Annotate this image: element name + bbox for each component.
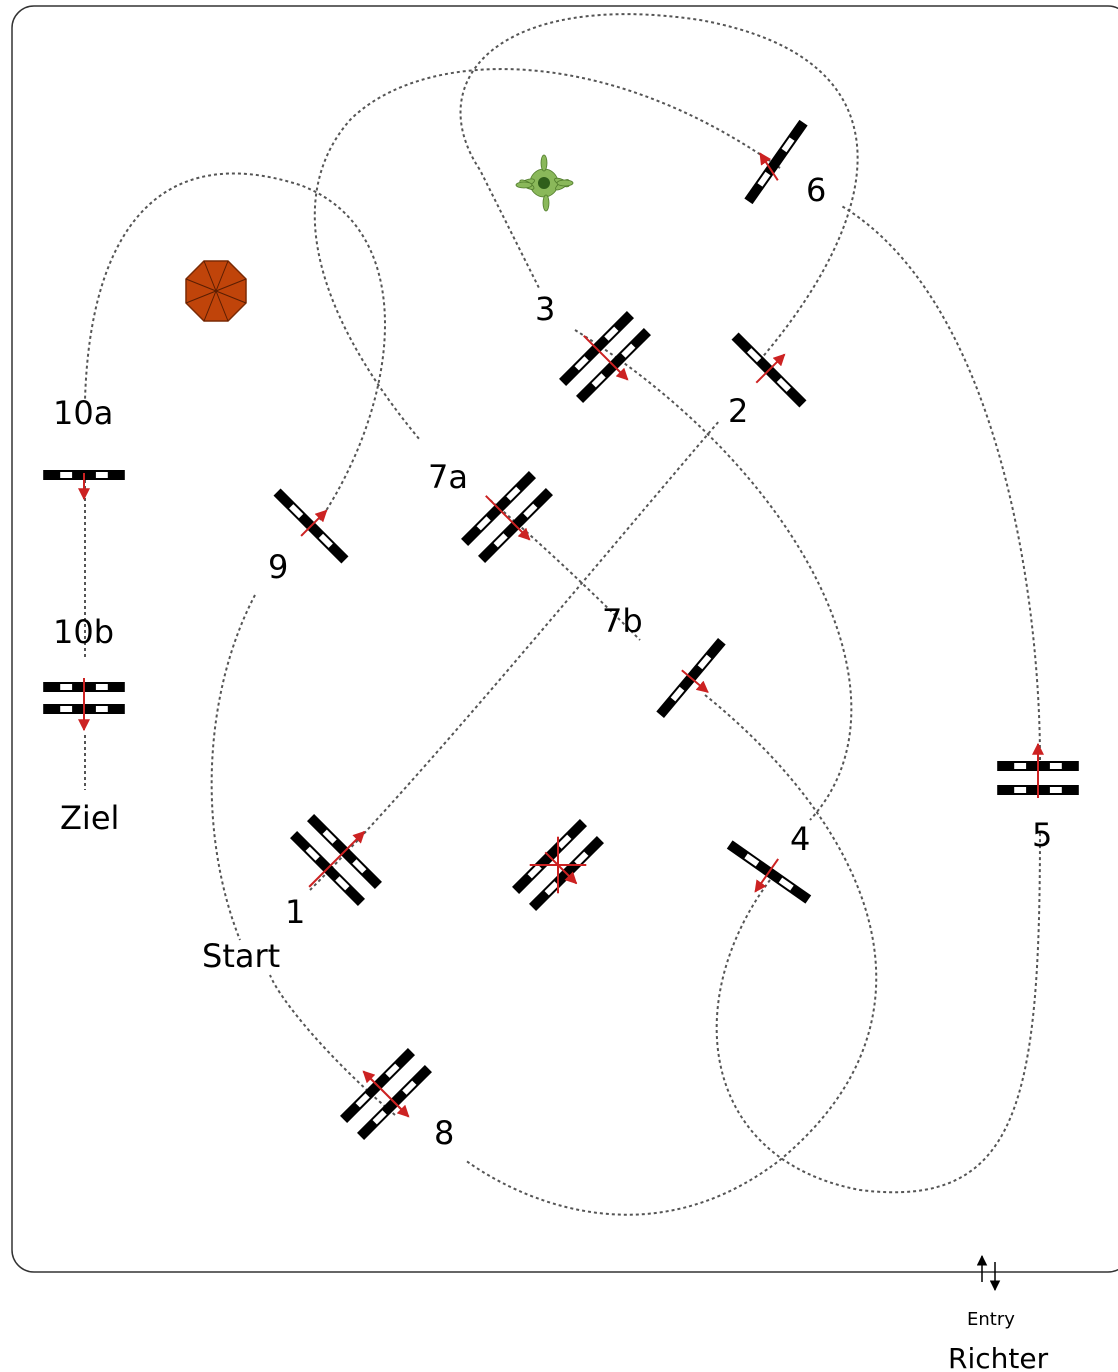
label-7b: 7b — [602, 602, 643, 640]
entry-arrows-icon — [976, 1254, 1001, 1292]
label-7a: 7a — [428, 458, 468, 496]
obstacle-6 — [744, 119, 808, 205]
label-entry: Entry — [967, 1309, 1015, 1330]
obstacle-8 — [340, 1048, 432, 1140]
label-finish: Ziel — [60, 799, 119, 837]
obstacle-10a — [43, 470, 125, 501]
label-6: 6 — [806, 171, 826, 209]
label-1: 1 — [285, 893, 305, 931]
label-5: 5 — [1032, 816, 1052, 854]
umbrella-icon — [185, 260, 247, 322]
obstacle-7a — [461, 471, 553, 563]
unused-obstacle — [512, 819, 604, 911]
course-path — [84, 13, 1041, 1216]
label-8: 8 — [434, 1114, 454, 1152]
label-4: 4 — [790, 820, 810, 858]
obstacle-7b — [656, 638, 726, 718]
label-3: 3 — [535, 290, 555, 328]
obstacle-5 — [997, 742, 1079, 798]
label-9: 9 — [268, 548, 288, 586]
label-10a: 10a — [53, 394, 113, 432]
plant-icon — [515, 154, 574, 212]
obstacle-1 — [290, 814, 382, 906]
obstacle-2 — [731, 332, 807, 408]
obstacle-10b — [43, 678, 125, 732]
obstacle-9 — [273, 488, 349, 564]
obstacle-4 — [726, 840, 812, 904]
label-start: Start — [202, 937, 280, 975]
label-judge: Richter — [948, 1342, 1049, 1372]
label-10b: 10b — [53, 613, 114, 651]
label-2: 2 — [728, 392, 748, 430]
obstacle-3 — [559, 311, 651, 403]
arena-border — [11, 5, 1118, 1273]
